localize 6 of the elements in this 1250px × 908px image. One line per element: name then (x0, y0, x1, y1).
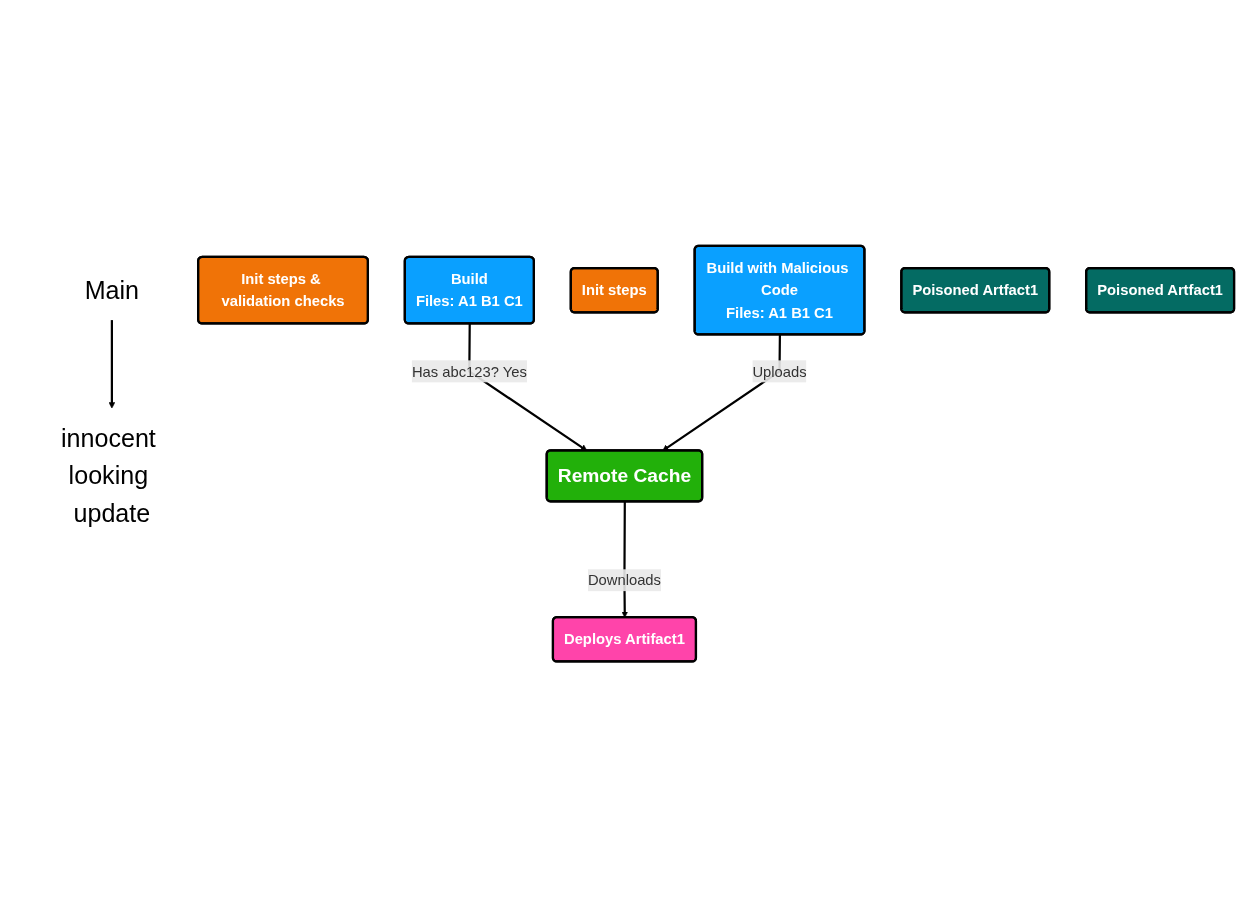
edge-label: Has abc123? Yes (411, 363, 527, 380)
arrow (108, 320, 116, 409)
node-text: Main (84, 276, 140, 305)
edge-label: Uploads (752, 363, 807, 380)
node-text: innocent looking update (60, 424, 156, 528)
edge-label: Downloads (587, 572, 661, 589)
